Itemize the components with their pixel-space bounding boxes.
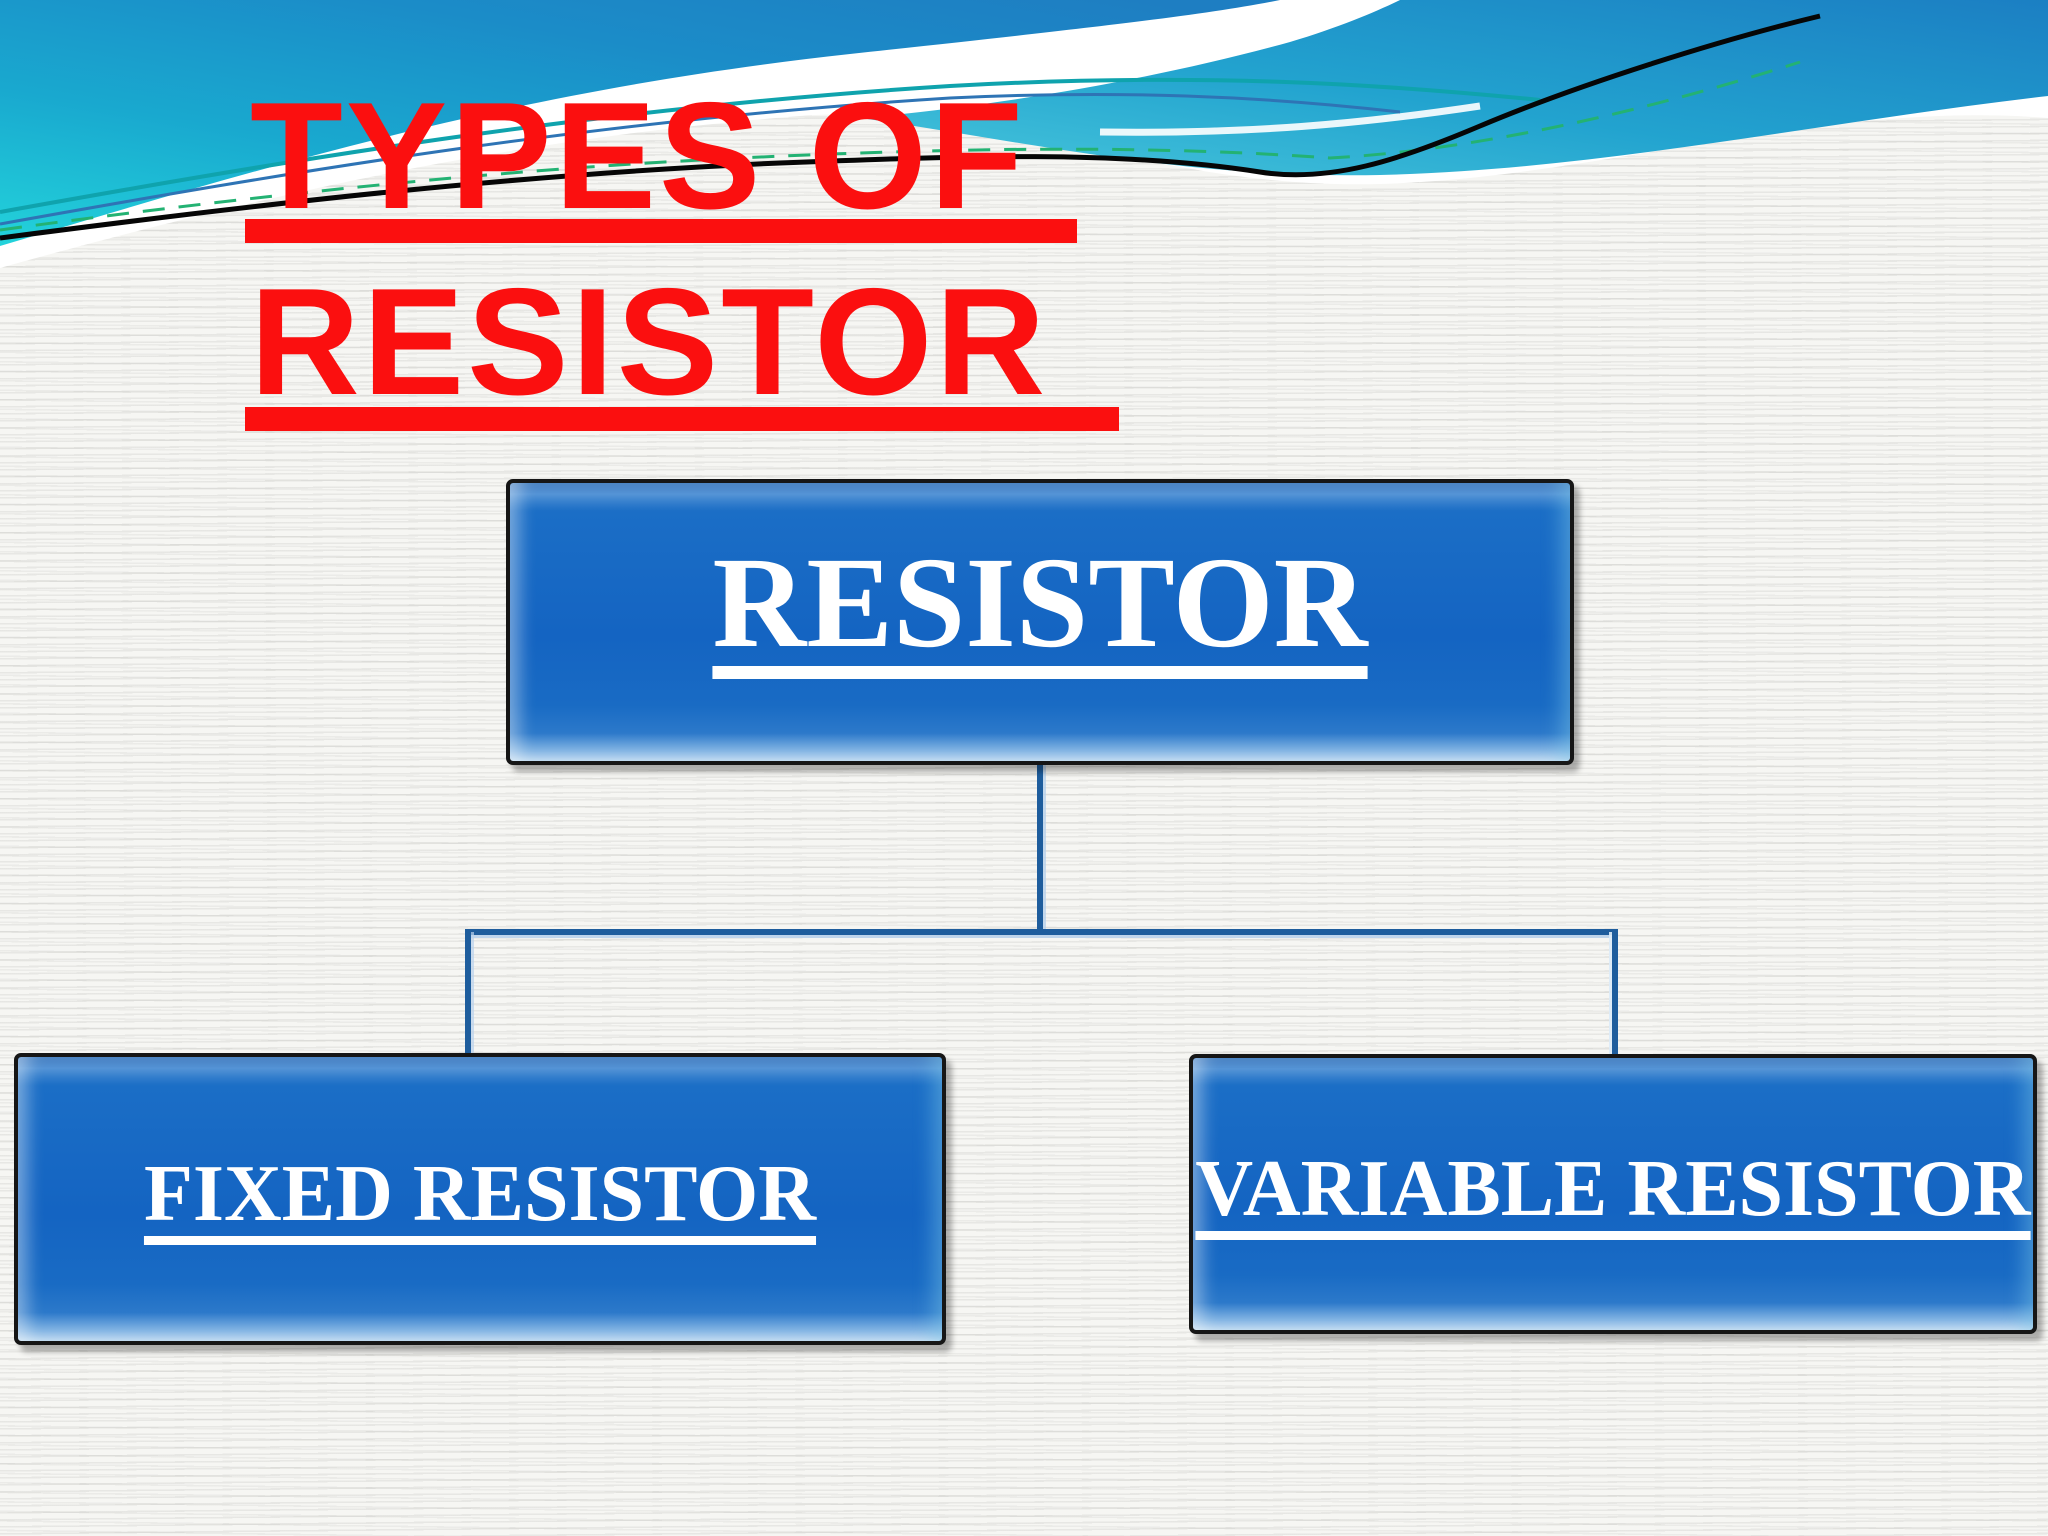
node-variable-resistor-label: VARIABLE RESISTOR [1195, 1144, 2031, 1233]
wave-shape-upper-left [0, 0, 1280, 246]
connector-left-vertical [465, 932, 471, 1055]
connector-root-vertical [1037, 764, 1043, 934]
accent-line-black [0, 13, 1821, 241]
node-resistor: RESISTOR [506, 479, 1574, 765]
node-resistor-label: RESISTOR [712, 531, 1368, 675]
page-title-line2: RESISTOR [250, 257, 1049, 427]
title-underline-bar1 [245, 219, 1077, 243]
header-wave-decoration [0, 0, 2048, 268]
node-variable-resistor: VARIABLE RESISTOR [1189, 1054, 2037, 1334]
connector-horizontal [465, 929, 1618, 935]
accent-line-teal [0, 77, 1541, 214]
wave-white-sliver [1099, 102, 1481, 136]
accent-line-blue [0, 92, 1401, 226]
node-fixed-resistor-label: FIXED RESISTOR [143, 1149, 817, 1238]
connector-right-vertical [1612, 932, 1618, 1056]
page-title-line1: TYPES OF [250, 71, 1026, 241]
title-underline-bar2 [245, 407, 1119, 431]
node-fixed-resistor: FIXED RESISTOR [14, 1053, 946, 1345]
accent-line-green [0, 60, 1801, 232]
